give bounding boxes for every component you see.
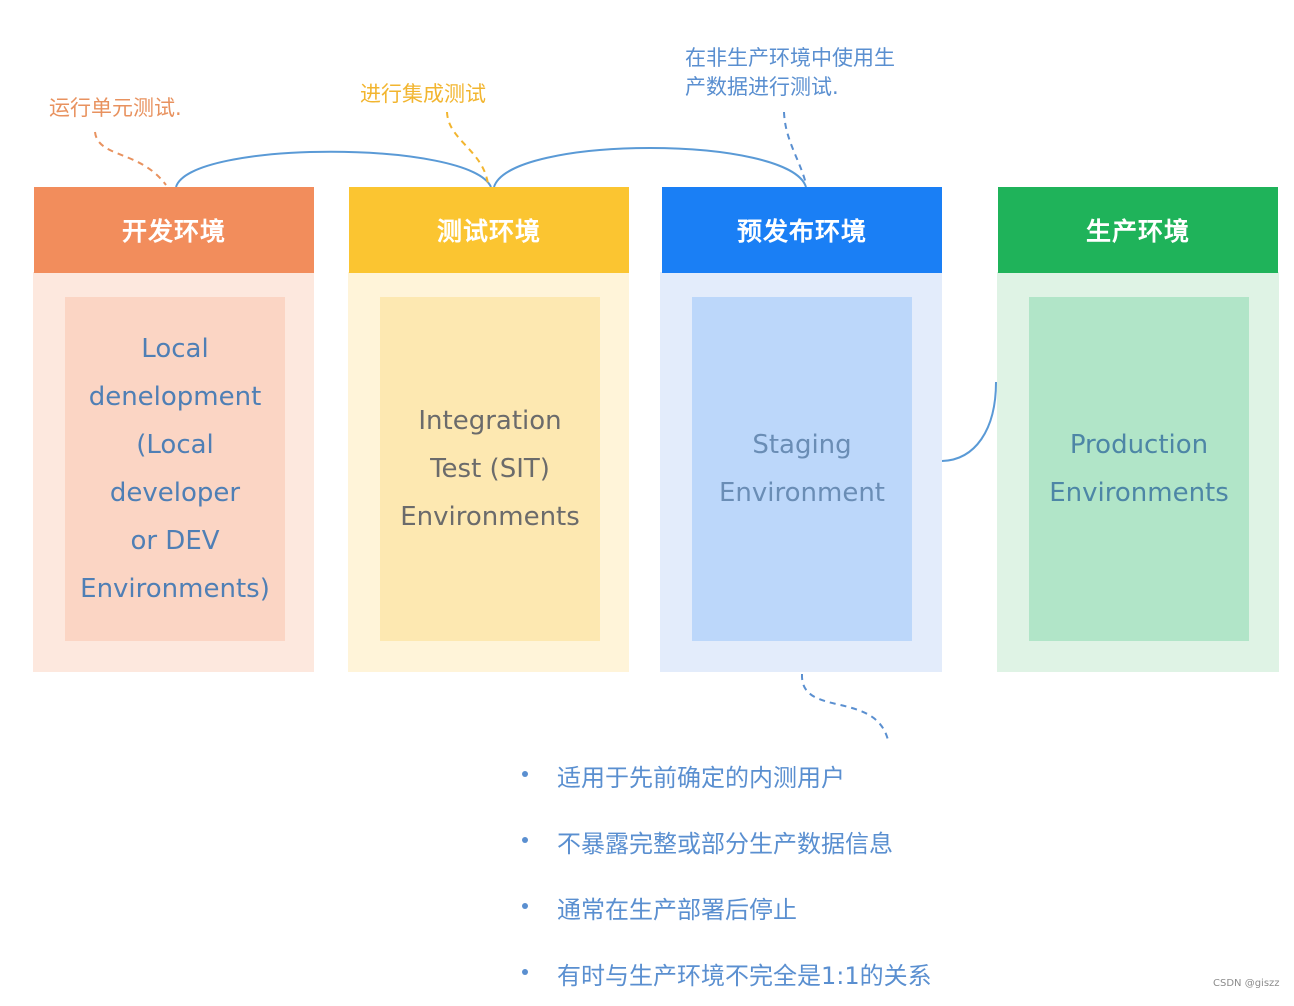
staging-column-body: Staging Environment: [692, 297, 912, 641]
annotation-staging-note: 在非生产环境中使用生 产数据进行测试.: [685, 46, 895, 99]
dev-body-text: Local denelopment (Local developer or DE…: [80, 334, 270, 604]
test-column-header: 测试环境: [349, 187, 629, 273]
list-item: 适用于先前确定的内测用户: [510, 742, 1070, 808]
bullet-dot-icon: [522, 969, 528, 975]
bullet-text: 不暴露完整或部分生产数据信息: [557, 829, 893, 858]
dev-column-header: 开发环境: [34, 187, 314, 273]
staging-column-header: 预发布环境: [662, 187, 942, 273]
staging-body-text: Staging Environment: [718, 430, 886, 508]
bullet-text: 适用于先前确定的内测用户: [557, 763, 845, 792]
dash-staging-note: [783, 111, 807, 185]
test-header-label: 测试环境: [436, 217, 541, 246]
bullet-dot-icon: [522, 903, 528, 909]
prod-column-body: Production Environments: [1029, 297, 1249, 641]
dev-header-label: 开发环境: [121, 217, 226, 246]
annotation-unit-test: 运行单元测试.: [49, 96, 182, 120]
staging-bullet-list: 适用于先前确定的内测用户 不暴露完整或部分生产数据信息 通常在生产部署后停止 有…: [510, 742, 1070, 1006]
list-item: 有时与生产环境不完全是1:1的关系: [510, 940, 1070, 1006]
arc-dev-to-test: [175, 150, 492, 188]
dash-staging-bullets: [800, 673, 889, 741]
bullet-dot-icon: [522, 837, 528, 843]
bullet-text: 有时与生产环境不完全是1:1的关系: [557, 961, 932, 990]
test-column-body: Integration Test (SIT) Environments: [380, 297, 600, 641]
annotation-integration-test: 进行集成测试: [360, 82, 486, 106]
list-item: 通常在生产部署后停止: [510, 874, 1070, 940]
list-item: 不暴露完整或部分生产数据信息: [510, 808, 1070, 874]
arc-test-to-staging: [493, 147, 807, 188]
bullet-text: 通常在生产部署后停止: [557, 895, 797, 924]
curve-staging-to-prod: [941, 381, 997, 462]
prod-body-text: Production Environments: [1049, 430, 1229, 508]
dev-column-body: Local denelopment (Local developer or DE…: [65, 297, 285, 641]
prod-column-header: 生产环境: [998, 187, 1278, 273]
watermark-credit: CSDN @giszz: [1213, 978, 1280, 989]
staging-header-label: 预发布环境: [736, 217, 867, 246]
bullet-dot-icon: [522, 771, 528, 777]
dash-unit-test: [94, 131, 167, 186]
test-body-text: Integration Test (SIT) Environments: [400, 406, 580, 532]
dash-integration-test: [446, 111, 489, 185]
prod-header-label: 生产环境: [1085, 217, 1190, 246]
